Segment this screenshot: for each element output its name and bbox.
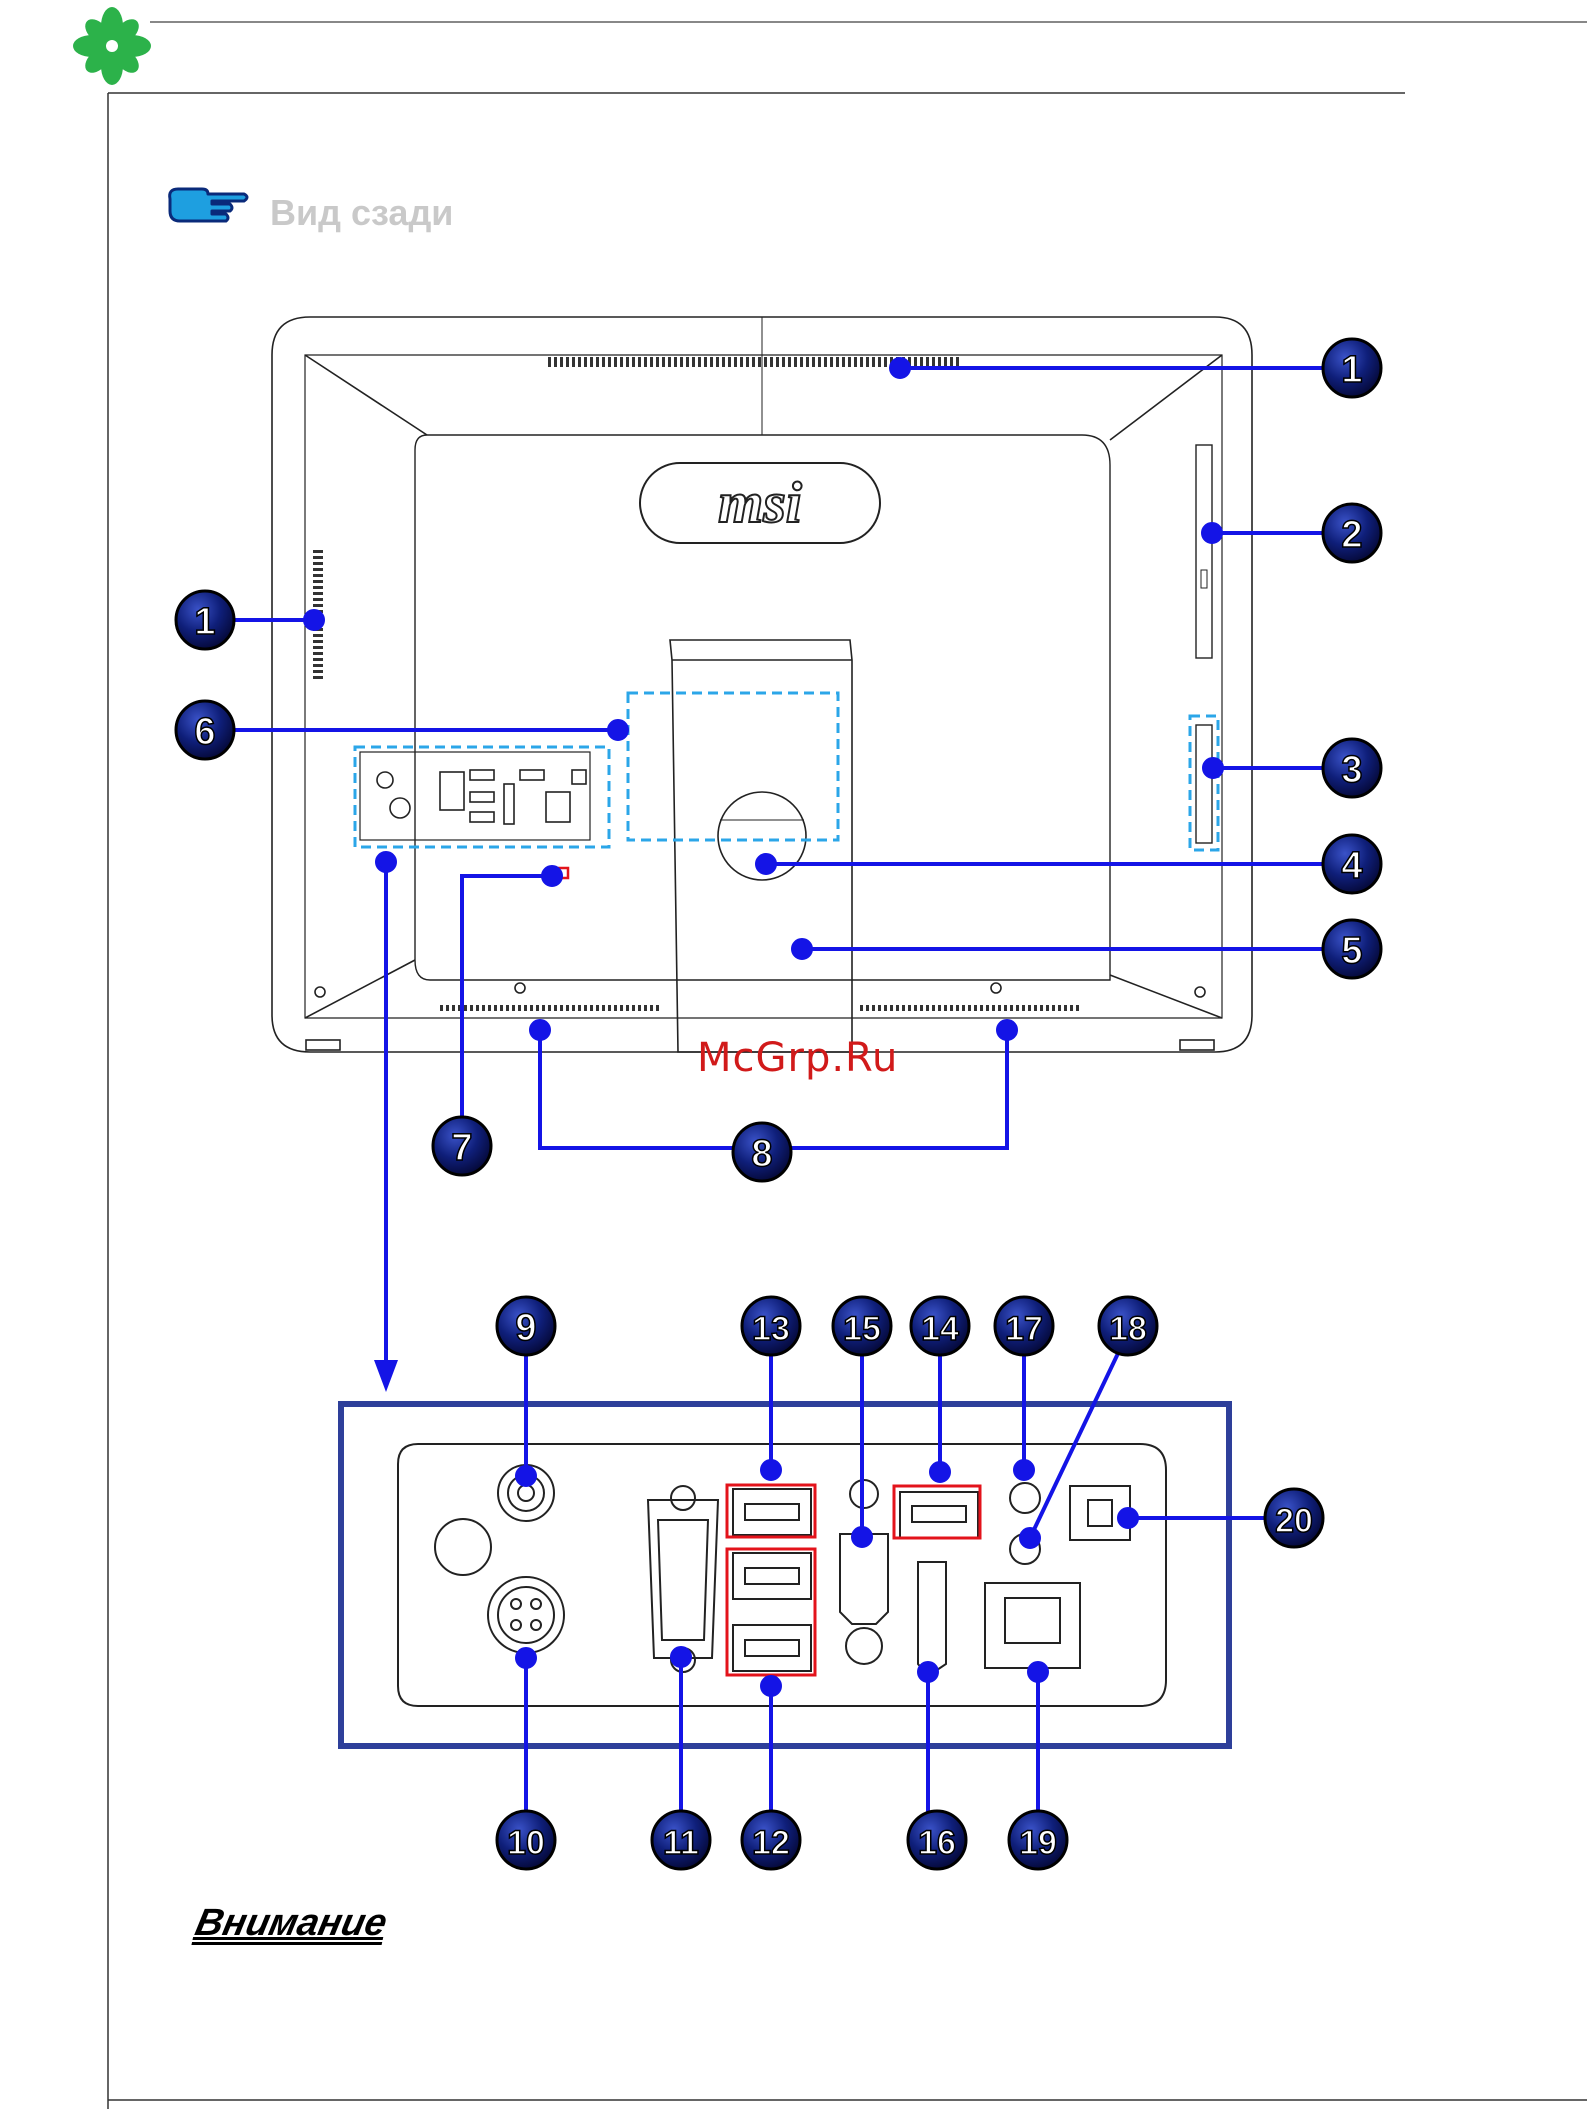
callout-13-label: 13 [752,1310,790,1348]
callout-10-label: 10 [507,1824,545,1862]
callout-numbers: 1 2 1 6 3 4 5 7 8 9 13 15 14 17 18 20 10… [194,349,1362,1862]
callout-1b-label: 1 [194,601,215,643]
callout-7-label: 7 [451,1127,472,1169]
clover-icon [73,7,151,85]
callout-9-label: 9 [515,1307,536,1349]
warning-label: Внимание [191,1902,390,1945]
highlight-regions [355,693,1218,850]
callout-11-label: 11 [663,1824,699,1862]
leader-lines-io [517,1340,1268,1830]
callout-18-label: 18 [1109,1310,1147,1348]
callout-4-label: 4 [1341,845,1362,887]
brand-logo: msi [718,470,802,535]
callout-20-label: 20 [1275,1502,1313,1540]
callout-12-label: 12 [752,1824,790,1862]
callout-2-label: 2 [1341,514,1362,556]
monitor-rear-view: msi [272,317,1252,1052]
callout-19-label: 19 [1019,1824,1057,1862]
callout-5-label: 5 [1341,930,1362,972]
callout-8-label: 8 [751,1133,772,1175]
callout-16-label: 16 [918,1824,956,1862]
io-panel-detail [341,1404,1229,1746]
section-title: Вид сзади [270,192,453,234]
callout-17-label: 17 [1005,1310,1043,1348]
callout-14-label: 14 [921,1310,959,1348]
callout-6-label: 6 [194,711,215,753]
callout-3-label: 3 [1341,749,1362,791]
callout-15-label: 15 [843,1310,881,1348]
callout-1a-label: 1 [1341,349,1362,391]
watermark: McGrp.Ru [697,1035,898,1081]
pointing-hand-icon [170,189,247,221]
